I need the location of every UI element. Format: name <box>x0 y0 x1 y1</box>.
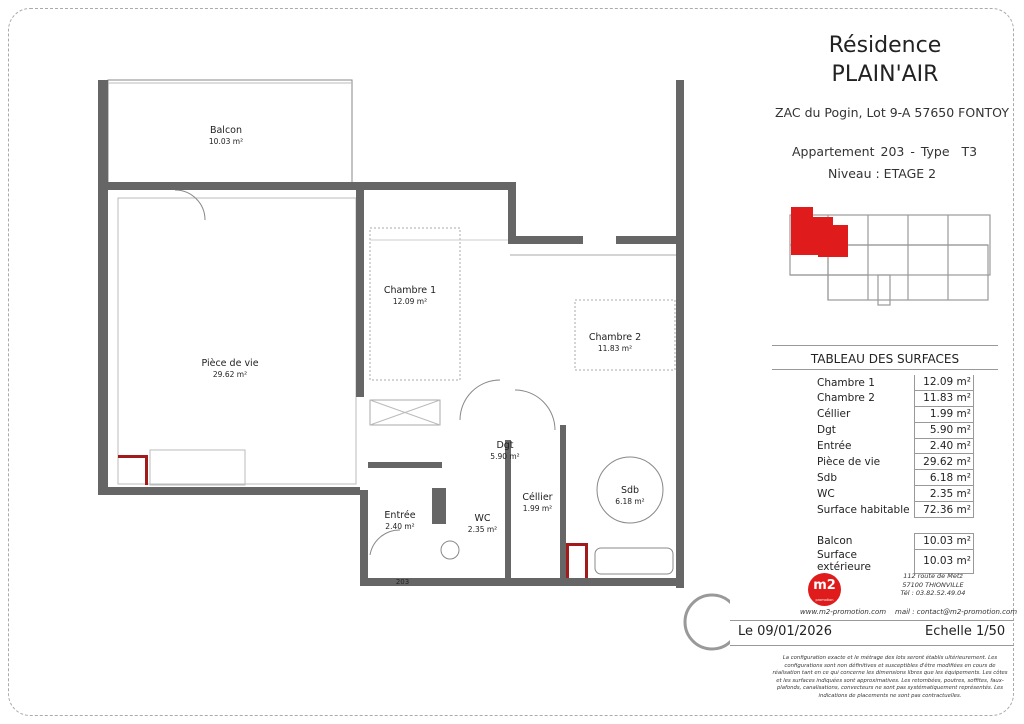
website-link[interactable]: www.m2-promotion.com <box>800 608 887 616</box>
residence-title-line2: PLAIN'AIR <box>831 62 939 87</box>
date: Le 09/01/2026 <box>738 624 833 639</box>
door-number: 203 <box>395 578 410 586</box>
apartment-highlight <box>791 207 848 257</box>
living-room-outline <box>117 197 357 485</box>
disclaimer: La configuration exacte et le métrage de… <box>772 655 1008 699</box>
surfaces-table-title: TABLEAU DES SURFACES <box>810 352 960 366</box>
north-compass <box>683 593 730 651</box>
sheet-border <box>8 8 1014 716</box>
kitchen-counter <box>149 449 246 486</box>
scale: Echelle 1/50 <box>925 624 1006 639</box>
email-link[interactable]: mail : contact@m2-promotion.com <box>895 608 1018 616</box>
bed-2 <box>574 299 676 371</box>
apartment-info: Appartement 203 - Type T3 <box>792 144 978 159</box>
floor-plan <box>98 79 730 651</box>
wall-right <box>676 80 684 588</box>
door-swing <box>459 379 501 421</box>
level-info: Niveau : ETAGE 2 <box>828 166 937 181</box>
wall-left <box>98 80 108 495</box>
residence-title-line1: Résidence <box>828 33 942 58</box>
bathtub <box>594 547 674 575</box>
bed-1 <box>369 227 461 381</box>
building-key-plan <box>789 207 991 306</box>
shower <box>596 456 664 524</box>
structural-highlights <box>118 455 588 578</box>
address: ZAC du Pogin, Lot 9-A 57650 FONTOY <box>775 105 1009 120</box>
